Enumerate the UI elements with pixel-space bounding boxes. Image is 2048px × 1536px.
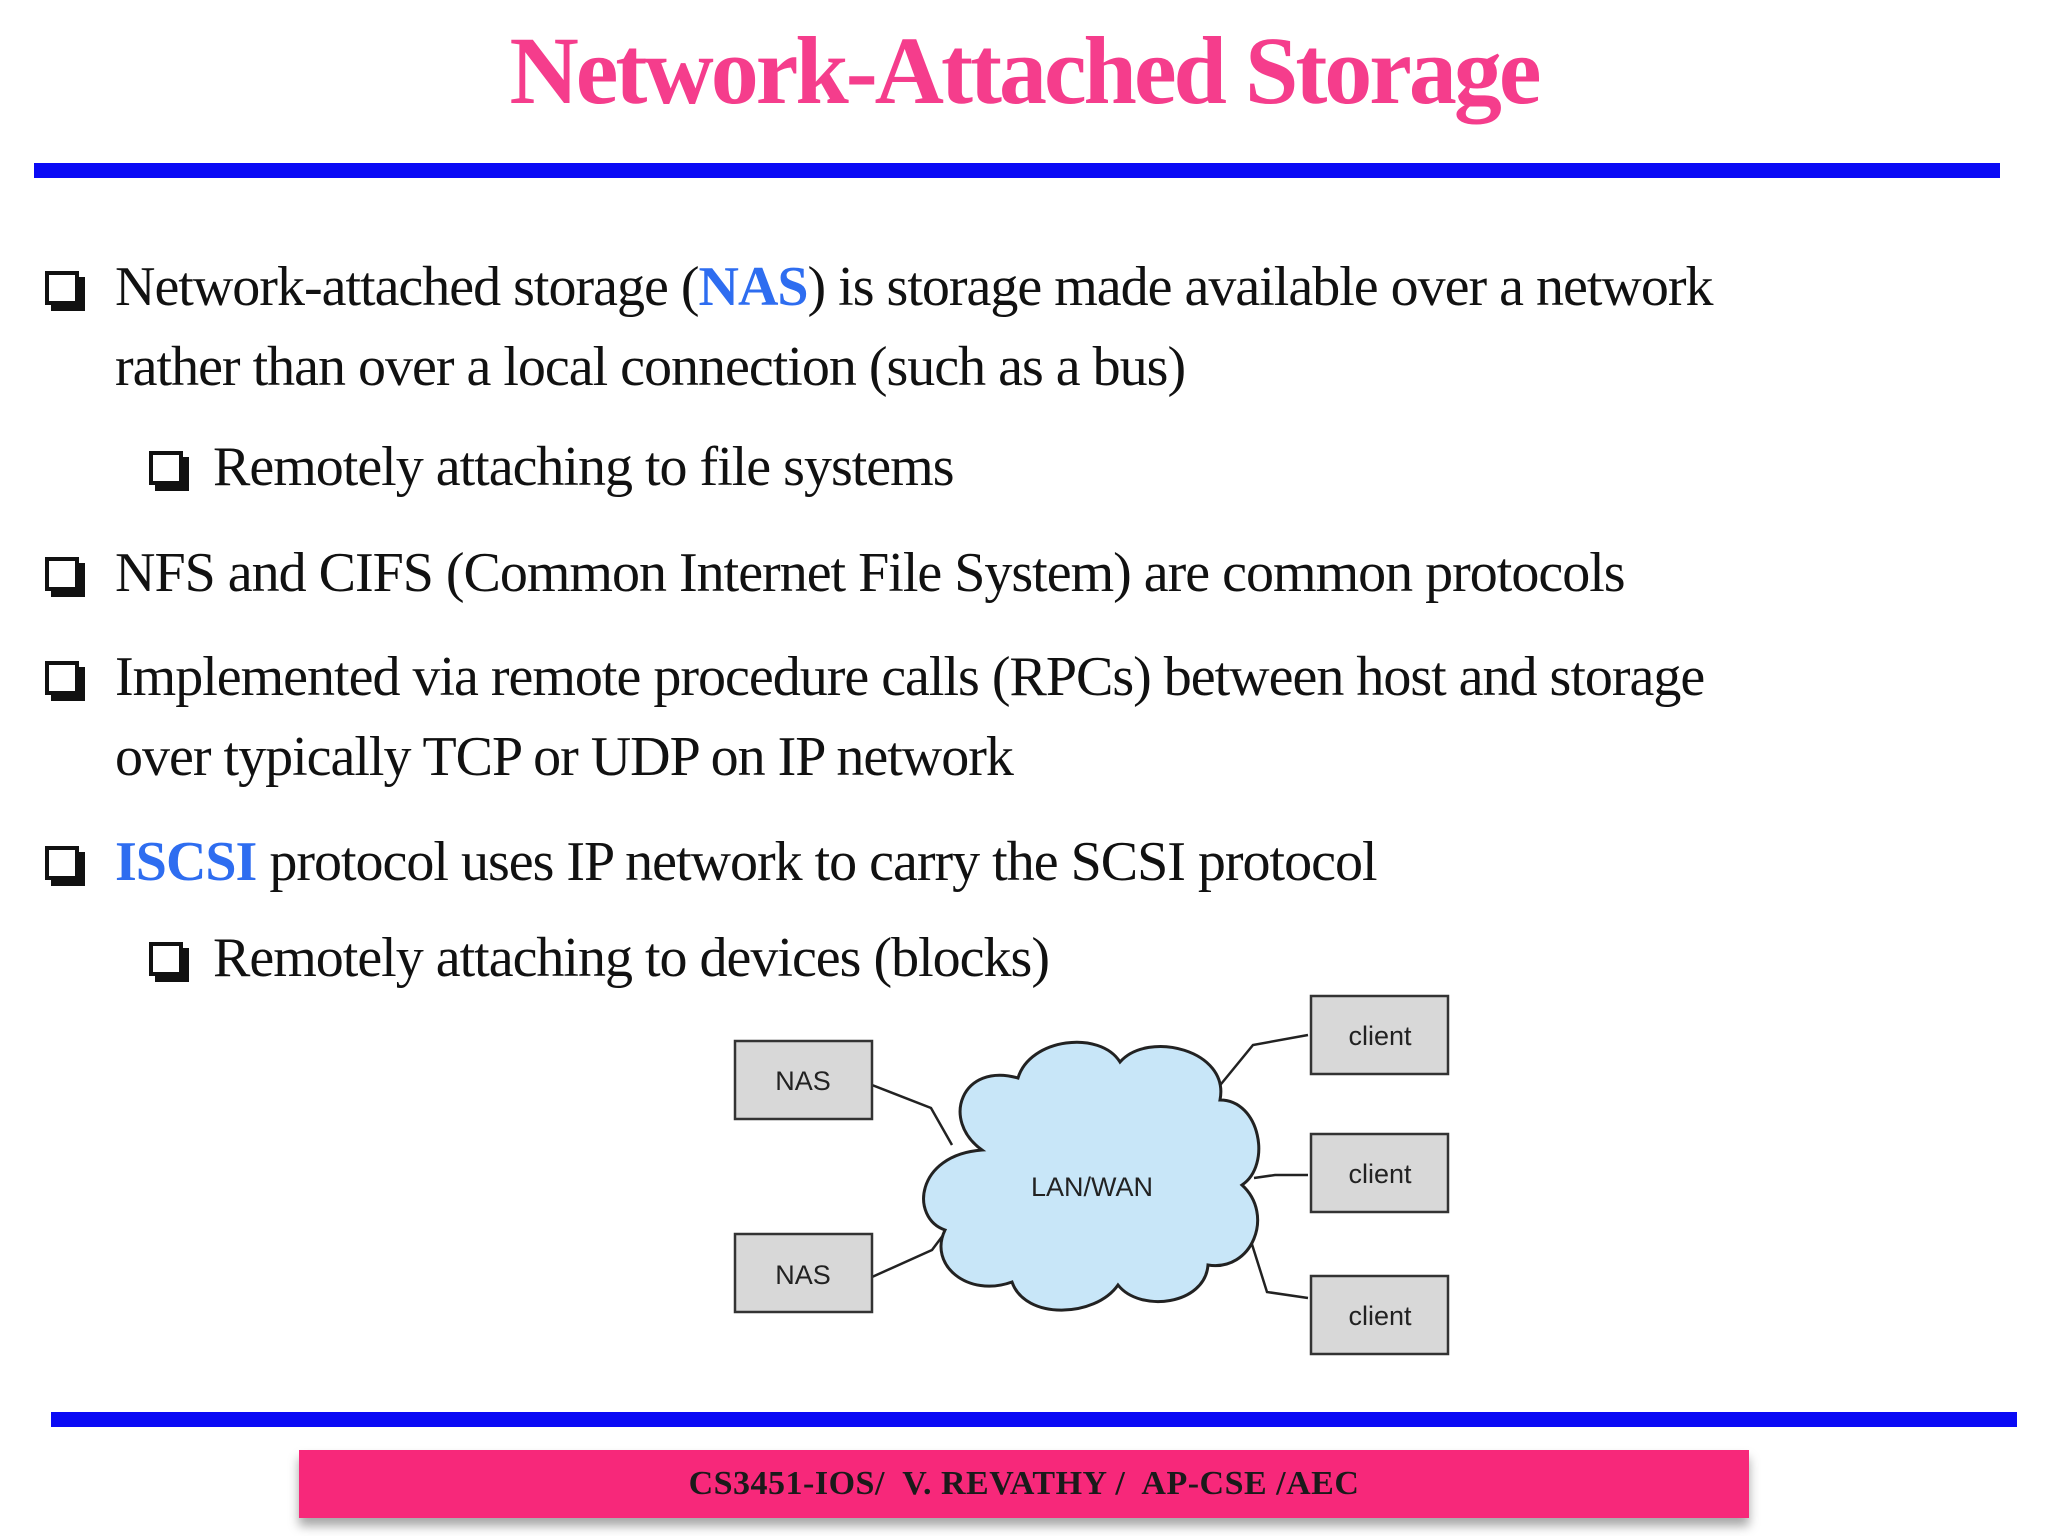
checkbox-bullet-icon — [45, 661, 79, 695]
checkbox-bullet-icon — [149, 942, 183, 976]
bullet-text: protocol uses IP network to carry the SC… — [256, 831, 1377, 893]
bullet-text-continuation: over typically TCP or UDP on IP network — [115, 726, 1014, 788]
client-label: client — [1348, 1021, 1412, 1051]
top-divider — [34, 163, 2000, 178]
bullet-iscsi: ISCSI protocol uses IP network to carry … — [45, 822, 1378, 902]
client-label: client — [1348, 1159, 1412, 1189]
iscsi-highlight: ISCSI — [115, 831, 257, 893]
checkbox-bullet-icon — [45, 846, 79, 880]
client-box: client — [1309, 1274, 1450, 1356]
checkbox-bullet-icon — [149, 451, 183, 485]
bullet-list: Network-attached storage (NAS) is storag… — [45, 247, 1714, 998]
nas-network-diagram: LAN/WAN NAS NAS client client client — [700, 980, 1480, 1370]
nas-label: NAS — [775, 1260, 831, 1290]
bullet-text-continuation: rather than over a local connection (suc… — [115, 336, 1186, 398]
bullet-text: ) is storage made available over a netwo… — [807, 256, 1714, 318]
lan-wan-cloud-icon — [922, 1040, 1261, 1312]
footer-text: CS3451-IOS/ V. REVATHY / AP-CSE /AEC — [688, 1465, 1360, 1502]
checkbox-bullet-icon — [45, 557, 79, 591]
nas-highlight: NAS — [698, 256, 809, 318]
bullet-text: Network-attached storage ( — [115, 256, 699, 318]
bullet-nas-definition: Network-attached storage (NAS) is storag… — [45, 247, 1714, 407]
bottom-divider — [51, 1412, 2017, 1427]
bullet-text: Remotely attaching to devices (blocks) — [213, 927, 1050, 989]
client-box: client — [1309, 994, 1450, 1076]
slide-title: Network-Attached Storage — [509, 17, 1541, 124]
nas-box: NAS — [733, 1232, 874, 1314]
bullet-rpc: Implemented via remote procedure calls (… — [45, 637, 1705, 797]
nas-box: NAS — [733, 1039, 874, 1121]
bullet-text: NFS and CIFS (Common Internet File Syste… — [115, 542, 1626, 604]
bullet-protocols: NFS and CIFS (Common Internet File Syste… — [45, 533, 1626, 613]
client-box: client — [1309, 1132, 1450, 1214]
lan-wan-label: LAN/WAN — [1031, 1172, 1153, 1202]
sub-bullet-devices: Remotely attaching to devices (blocks) — [149, 918, 1050, 998]
nas-label: NAS — [775, 1066, 831, 1096]
bullet-text: Remotely attaching to file systems — [213, 436, 955, 498]
client-label: client — [1348, 1301, 1412, 1331]
bullet-text: Implemented via remote procedure calls (… — [115, 646, 1705, 708]
checkbox-bullet-icon — [45, 271, 79, 305]
sub-bullet-file-systems: Remotely attaching to file systems — [149, 427, 955, 507]
footer-bar: CS3451-IOS/ V. REVATHY / AP-CSE /AEC — [299, 1450, 1749, 1518]
